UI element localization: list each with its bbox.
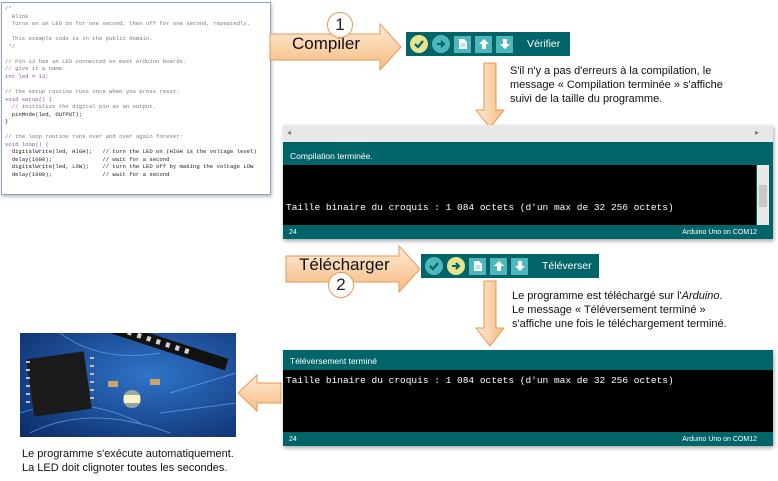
arrow-up-icon: [478, 39, 489, 49]
upload-arrow: [285, 244, 421, 294]
code-line: */: [5, 42, 16, 50]
compile-status-text: Compilation terminée.: [290, 151, 373, 161]
upload-step-label: Télécharger: [299, 255, 390, 274]
compile-output-terminal: Taille binaire du croquis : 1 084 octets…: [283, 165, 756, 225]
upload-status-text: Téléversement terminé: [290, 356, 377, 366]
toolbar-action-label: Vérifier: [527, 38, 561, 50]
step-1-badge: 1: [327, 12, 353, 38]
arrow-down-icon: [514, 261, 525, 271]
new-file-icon: [473, 261, 482, 271]
open-button[interactable]: [475, 35, 492, 53]
down-arrow-2: [475, 280, 505, 347]
code-line: /*: [5, 5, 12, 12]
upload-output-terminal: Taille binaire du croquis : 1 084 octets…: [283, 370, 773, 432]
code-line: Blink: [5, 12, 29, 20]
compile-footer: 24 Arduino Uno on COM12: [283, 227, 773, 239]
checkmark-icon: [414, 40, 424, 49]
line-number: 24: [289, 229, 297, 236]
code-line: // initialize the digital pin as an outp…: [5, 103, 157, 111]
checkmark-icon: [429, 262, 439, 271]
code-line: [5, 126, 267, 134]
open-button[interactable]: [490, 257, 507, 275]
verify-button[interactable]: [425, 257, 443, 275]
down-arrow-1: [475, 62, 505, 129]
code-line: }: [5, 118, 9, 126]
scroll-right-icon[interactable]: ▸: [754, 128, 759, 137]
editor-scroll-area: ◂ ▸: [283, 125, 773, 142]
compile-note: S'il n'y a pas d'erreurs à la compilatio…: [510, 64, 723, 106]
upload-note: Le programme est téléchargé sur l'Arduin…: [512, 289, 727, 331]
code-line: delay(1000); // wait for a second: [5, 155, 170, 163]
sketch-code: /* Blink Turns on an LED on for one seco…: [2, 3, 270, 181]
code-line: // the loop routine runs over and over a…: [5, 133, 183, 141]
run-note-line: Le programme s'exécute automatiquement.: [22, 448, 234, 460]
upload-console: Téléversement terminé Taille binaire du …: [283, 350, 773, 446]
verify-button[interactable]: [410, 35, 428, 53]
upload-note-line: s'affiche une fois le téléchargement ter…: [512, 318, 727, 330]
console-scrollbar[interactable]: [757, 165, 769, 225]
code-line: This example code is in the public domai…: [5, 35, 153, 43]
board-port: Arduino Uno on COM12: [682, 436, 757, 443]
step-2-badge: 2: [328, 272, 354, 298]
upload-note-line: Le message « Téléversement terminé »: [512, 304, 706, 316]
save-button[interactable]: [496, 35, 513, 53]
code-line: // Pin 13 has an LED connected on most A…: [5, 57, 187, 65]
toolbar-upload: Téléverser: [421, 254, 599, 278]
upload-note-text: Le programme est téléchargé sur l': [512, 290, 682, 302]
arduino-board-illustration: [20, 333, 236, 437]
code-editor-window: /* Blink Turns on an LED on for one seco…: [1, 2, 271, 195]
compile-note-line: S'il n'y a pas d'erreurs à la compilatio…: [510, 65, 712, 77]
line-number: 24: [289, 436, 297, 443]
upload-note-line: Le programme est téléchargé sur l'Arduin…: [512, 289, 727, 303]
arrow-up-icon: [493, 261, 504, 271]
code-line: int led = 13;: [5, 72, 49, 80]
code-line: digitalWrite(led, LOW); // turn the LED …: [5, 163, 254, 171]
upload-button[interactable]: [447, 257, 465, 275]
code-line: void loop() {: [5, 140, 49, 148]
left-arrow: [237, 373, 282, 413]
code-line: digitalWrite(led, HIGH); // turn the LED…: [5, 148, 257, 156]
new-button[interactable]: [454, 35, 471, 53]
upload-button[interactable]: [432, 35, 450, 53]
compile-arrow: [269, 22, 402, 72]
arduino-emphasis: Arduino: [681, 290, 720, 302]
compile-note-line: suivi de la taille du programme.: [510, 93, 663, 105]
code-line: void setup() {: [5, 95, 52, 103]
arrow-right-icon: [437, 40, 446, 48]
arrow-down-icon: [499, 39, 510, 49]
arrow-right-icon: [452, 262, 461, 270]
new-button[interactable]: [469, 257, 486, 275]
compile-output-line: Taille binaire du croquis : 1 084 octets…: [286, 202, 674, 213]
scrollbar-thumb[interactable]: [759, 185, 767, 207]
compile-step-label: Compiler: [292, 34, 361, 53]
run-note-line: La LED doit clignoter toutes les seconde…: [22, 462, 228, 474]
run-note: Le programme s'exécute automatiquement. …: [22, 447, 234, 475]
code-line: delay(1000); // wait for a second: [5, 171, 170, 179]
code-line: Turns on an LED on for one second, then …: [5, 20, 251, 28]
new-file-icon: [458, 39, 467, 49]
compile-console: ◂ ▸ Compilation terminée. Taille binaire…: [283, 125, 773, 239]
toolbar-compile: Vérifier: [406, 32, 570, 56]
code-line: // the setup routine runs once when you …: [5, 88, 180, 96]
upload-note-text: .: [719, 290, 723, 302]
code-line: // give it a name:: [5, 65, 66, 73]
board-port: Arduino Uno on COM12: [682, 229, 757, 236]
upload-footer: 24 Arduino Uno on COM12: [283, 434, 773, 446]
arduino-board-photo: [20, 333, 236, 437]
code-line: [5, 80, 267, 88]
code-line: [5, 50, 267, 58]
scroll-left-icon[interactable]: ◂: [287, 128, 292, 137]
upload-output-line: Taille binaire du croquis : 1 084 octets…: [286, 375, 674, 386]
toolbar-action-label: Téléverser: [542, 260, 592, 272]
save-button[interactable]: [511, 257, 528, 275]
compile-note-line: message « Compilation terminée » s'affic…: [510, 79, 723, 91]
code-line: pinMode(led, OUTPUT);: [5, 110, 83, 118]
code-line: [5, 28, 267, 36]
